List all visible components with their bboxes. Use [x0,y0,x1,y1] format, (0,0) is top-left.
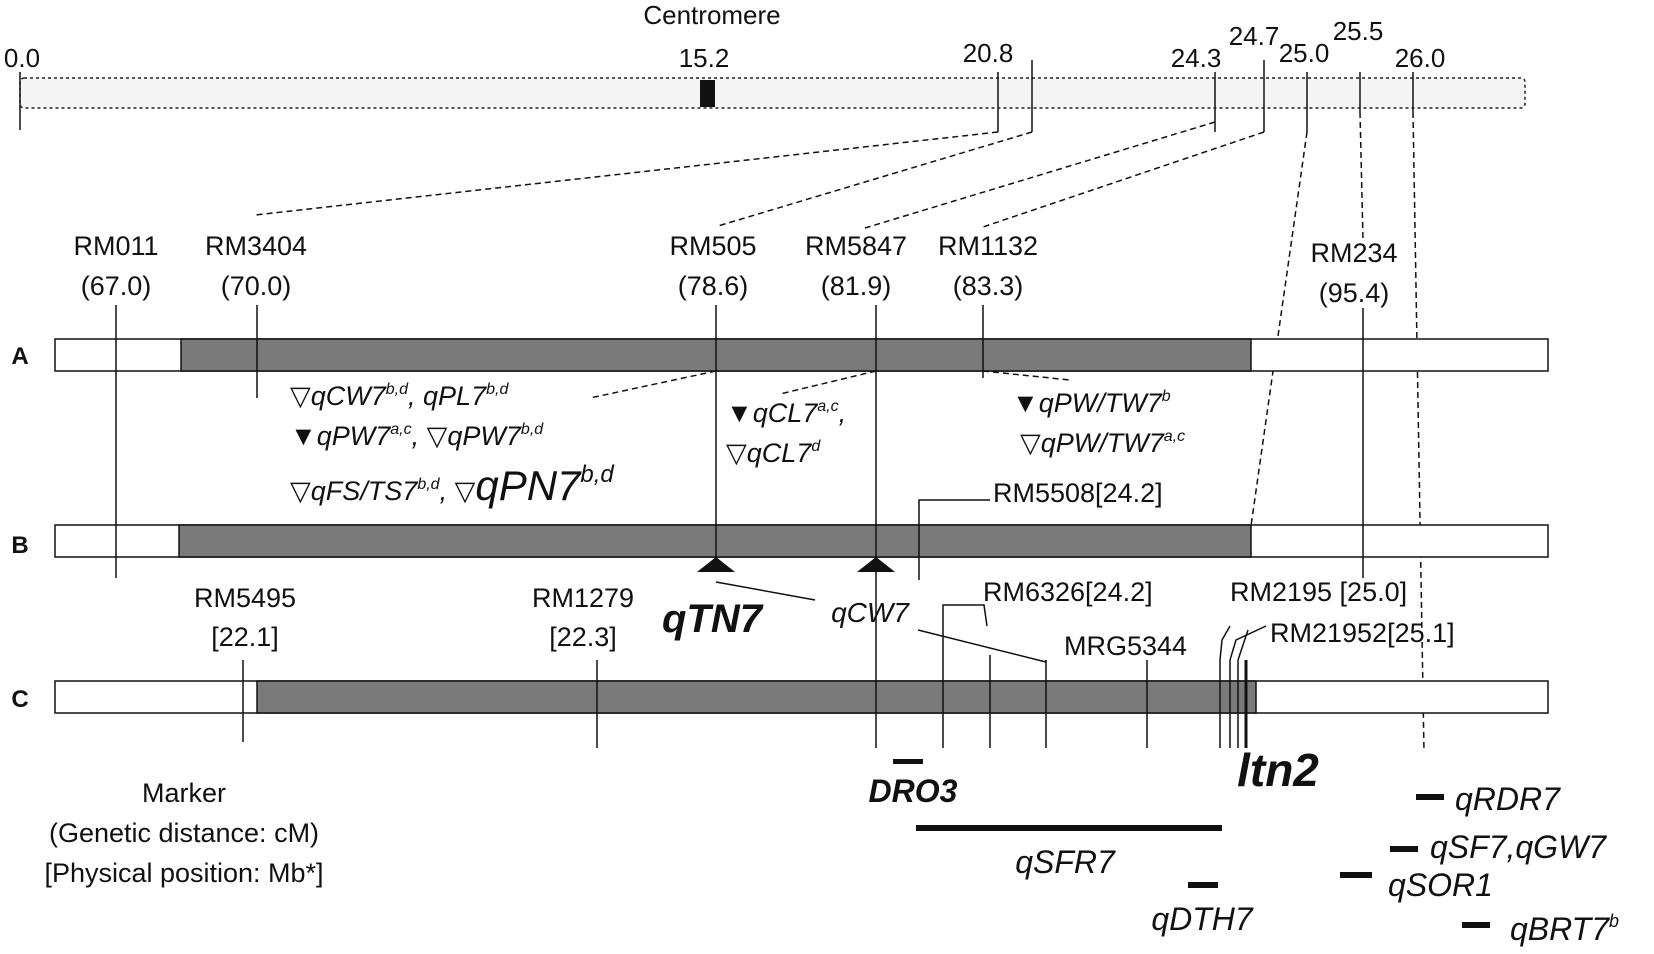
qtl-right1: ▼qPW/TW7b [1012,388,1171,418]
marker-rm2195: RM2195 [25.0] [1230,577,1407,607]
scale-label-2: 20.8 [963,38,1014,68]
qtl-right2: ▽qPW/TW7a,c [1020,428,1185,458]
qsf7-bar [1390,846,1418,852]
marker-rm1279-pos: [22.3] [549,622,617,652]
marker-name: RM234 [1310,238,1397,268]
label-qsfr7: qSFR7 [1015,844,1116,880]
qtl-triangles [697,557,895,572]
qtl-line1: ▽qCW7b,d, qPL7b,d [290,381,509,411]
qtl-dashed-leaders [589,370,1071,399]
segment-b [178,524,1252,558]
marker-pos: (78.6) [678,271,749,301]
qtl-mid2: ▽qCL7d [726,438,821,468]
leader-lines [715,499,1267,663]
centromere-mark [700,80,715,107]
label-qsf7: qSF7,qGW7 [1430,829,1607,865]
chromosome-scale-bar [19,77,1526,109]
scale-ticks [19,60,1414,132]
dro3-bar [893,759,923,764]
qtl-line2: ▼qPW7a,c, ▽qPW7b,d [290,421,544,451]
centromere-label: Centromere [643,0,780,30]
marker-pos: (67.0) [81,271,152,301]
scale-label-5: 25.0 [1279,38,1330,68]
marker-pos: (83.3) [953,271,1024,301]
gene-labels: qTN7 qCW7 DRO3 ltn2 qSFR7 qDTH7 qRDR7 qS… [662,597,1619,947]
legend-line2: (Genetic distance: cM) [49,818,319,848]
qsfr7-bar [916,825,1222,831]
label-qrdr7: qRDR7 [1455,781,1561,817]
marker-rm5495: RM5495 [194,583,296,613]
label-qdth7: qDTH7 [1151,901,1254,937]
label-ltn2: ltn2 [1237,744,1319,796]
physical-markers: RM5508[24.2] RM5495 [22.1] RM1279 [22.3]… [194,478,1455,661]
legend-line1: Marker [142,778,226,808]
marker-pos: (70.0) [221,271,292,301]
segment-c [256,680,1257,714]
qtl-annotations: ▽qCW7b,d, qPL7b,d ▼qPW7a,c, ▽qPW7b,d ▽qF… [290,381,1185,509]
marker-rm6326: RM6326[24.2] [983,577,1153,607]
marker-name: RM011 [73,231,158,261]
scale-label-7: 26.0 [1395,43,1446,73]
label-dro3: DRO3 [869,773,958,809]
marker-rm5495-pos: [22.1] [211,622,279,652]
qtl-line3: ▽qFS/TS7b,d, ▽qPN7b,d [290,461,614,509]
marker-name: RM1132 [938,231,1038,261]
qbrt7-bar [1462,922,1490,928]
triangle-qtn7 [697,557,735,572]
label-qcw7: qCW7 [831,597,910,628]
marker-rm1279: RM1279 [532,583,634,613]
row-label-a: A [11,343,28,370]
row-label-c: C [11,686,28,713]
marker-pos: (95.4) [1319,278,1390,308]
connector-lines [254,111,1425,753]
marker-pos: (81.9) [821,271,892,301]
marker-name: RM5847 [805,231,907,261]
marker-rm21952: RM21952[25.1] [1270,618,1455,648]
genetic-markers: RM011 (67.0) RM3404 (70.0) RM505 (78.6) … [73,231,1397,308]
qsor1-bar [1340,872,1372,878]
legend: Marker (Genetic distance: cM) [Physical … [44,778,323,888]
qrdr7-bar [1416,794,1444,800]
legend-line3: [Physical position: Mb*] [44,858,323,888]
row-label-b: B [11,532,28,559]
qtl-mid1: ▼qCL7a,c, [726,398,846,428]
scale-labels: 0.0 15.2 20.8 24.3 24.7 25.0 25.5 26.0 [4,16,1445,73]
label-qtn7: qTN7 [662,597,764,641]
label-qbrt7: qBRT7b [1510,911,1619,947]
scale-label-1: 15.2 [679,43,730,73]
marker-lines [115,305,1364,748]
marker-rm5508: RM5508[24.2] [993,478,1163,508]
marker-name: RM505 [669,231,756,261]
scale-label-3: 24.3 [1171,43,1222,73]
scale-label-6: 25.5 [1333,16,1384,46]
marker-mrg5344: MRG5344 [1064,631,1187,661]
scale-label-0: 0.0 [4,43,40,73]
chromosome-bars [54,338,1549,714]
qdth7-bar [1188,882,1218,888]
label-qsor1: qSOR1 [1388,867,1493,903]
row-labels: A B C [11,343,28,713]
scale-label-4: 24.7 [1229,21,1280,51]
marker-name: RM3404 [205,231,307,261]
triangle-qcw7 [857,557,895,572]
